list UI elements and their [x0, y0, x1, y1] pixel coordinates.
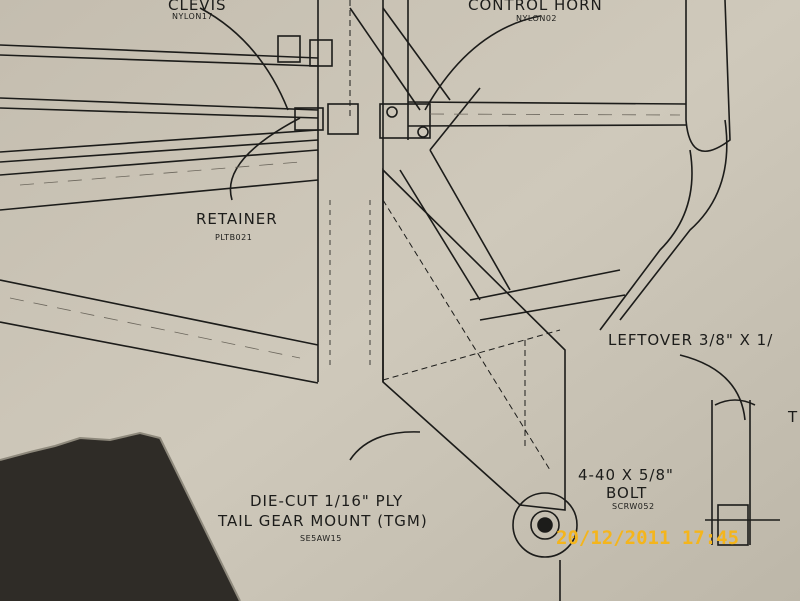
camera-timestamp: 20/12/2011 17:45	[556, 527, 739, 549]
leftover-label: LEFTOVER 3/8" X 1/	[608, 331, 773, 349]
retainer-part-number: PLTB021	[215, 233, 252, 242]
clevis-label: CLEVIS	[168, 0, 227, 14]
plan-drawing	[0, 0, 780, 601]
table-surface	[0, 433, 240, 601]
edge-letter: T	[787, 408, 798, 426]
torn-edge	[0, 431, 241, 601]
retainer-label: RETAINER	[196, 210, 278, 228]
clevis-part-number: NYLON17	[172, 12, 213, 21]
control-horn-label: CONTROL HORN	[468, 0, 603, 14]
bolt-size-label: 4-40 X 5/8"	[578, 466, 674, 484]
control-horn-part-number: NYLON02	[516, 14, 557, 23]
die-cut-label: DIE-CUT 1/16" PLY	[250, 492, 403, 510]
tail-gear-mount-label: TAIL GEAR MOUNT (TGM)	[217, 512, 428, 530]
bolt-label: BOLT	[606, 484, 647, 502]
die-cut-part-number: SE5AW15	[300, 534, 342, 543]
bolt-part-number: SCRW052	[612, 502, 655, 511]
